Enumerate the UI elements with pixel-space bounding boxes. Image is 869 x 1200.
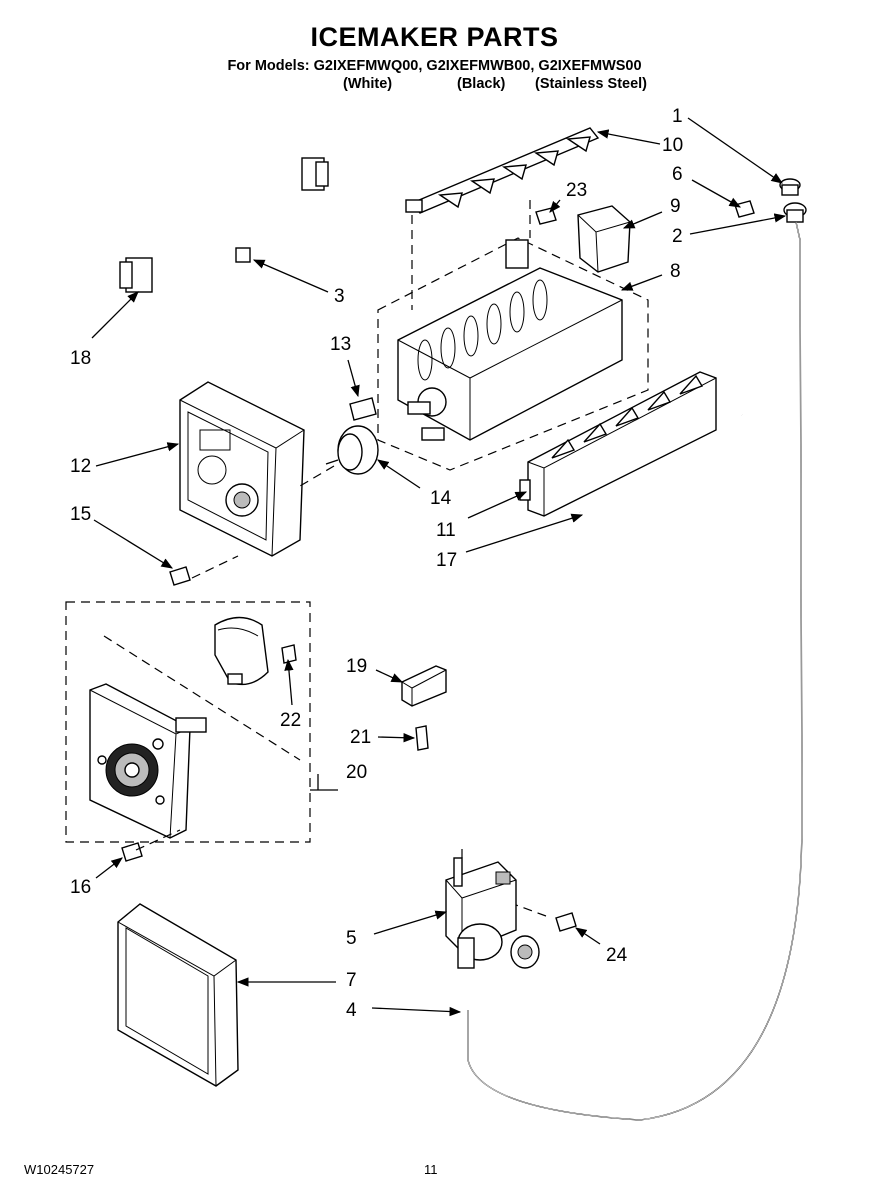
callout-1: 1 xyxy=(672,106,683,127)
callout-8: 8 xyxy=(670,261,681,282)
screw-21 xyxy=(415,725,429,751)
thermostat-clip xyxy=(349,397,377,421)
screw-6 xyxy=(734,200,755,218)
callout-24: 24 xyxy=(606,945,628,966)
callout-5: 5 xyxy=(346,928,357,949)
callout-7: 7 xyxy=(346,970,357,991)
page-title: ICEMAKER PARTS xyxy=(310,22,559,52)
callout-22: 22 xyxy=(280,710,301,731)
alignment-line xyxy=(515,904,547,917)
access-panel xyxy=(117,903,239,1087)
ice-mold xyxy=(397,239,623,441)
control-module xyxy=(89,683,207,839)
mold-assembly-frame xyxy=(377,237,649,471)
ice-stripper xyxy=(519,371,717,517)
page-number: 11 xyxy=(424,1162,438,1177)
water-valve xyxy=(445,857,540,969)
screw-22 xyxy=(281,644,297,664)
screw-15 xyxy=(169,566,191,586)
callout-numbers: 1 10 6 23 9 2 8 3 18 13 12 14 15 11 17 1… xyxy=(70,106,683,1021)
callout-17: 17 xyxy=(436,550,457,571)
screw-23 xyxy=(535,207,557,225)
fill-tube-fitting xyxy=(467,178,807,1121)
variant-black: (Black) xyxy=(457,76,506,92)
alignment-line xyxy=(191,555,239,579)
ice-level-arm xyxy=(579,413,764,592)
variant-stainless: (Stainless Steel) xyxy=(535,76,648,92)
callout-21: 21 xyxy=(350,727,371,748)
screw-24 xyxy=(555,912,577,932)
callout-11: 11 xyxy=(436,520,456,541)
module-motor xyxy=(214,616,269,686)
callout-18: 18 xyxy=(70,348,91,369)
callout-15: 15 xyxy=(70,504,91,525)
model-numbers: For Models: G2IXEFMWQ00, G2IXEFMWB00, G2… xyxy=(227,58,642,74)
callout-19: 19 xyxy=(346,656,367,677)
callout-10: 10 xyxy=(662,135,683,156)
callout-2: 2 xyxy=(672,226,683,247)
thermostat xyxy=(325,425,379,475)
callout-13: 13 xyxy=(330,334,351,355)
callout-14: 14 xyxy=(430,488,452,509)
callout-9: 9 xyxy=(670,196,681,217)
callout-20: 20 xyxy=(346,762,367,783)
callout-12: 12 xyxy=(70,456,91,477)
wire-harness xyxy=(119,157,329,293)
variant-white: (White) xyxy=(343,76,393,92)
mounting-bracket xyxy=(577,205,631,273)
alignment-line xyxy=(103,635,301,761)
callout-6: 6 xyxy=(672,164,683,185)
ice-ejector xyxy=(405,127,600,214)
document-number: W10245727 xyxy=(24,1162,95,1177)
alignment-line xyxy=(299,465,335,487)
control-housing xyxy=(179,381,305,557)
module-assembly-frame xyxy=(65,601,311,843)
screw-16 xyxy=(121,842,143,862)
callout-4: 4 xyxy=(346,1000,357,1021)
alignment-line xyxy=(135,829,181,851)
callout-16: 16 xyxy=(70,877,91,898)
callout-23: 23 xyxy=(566,180,587,201)
leader-lines xyxy=(91,117,787,1017)
callout-3: 3 xyxy=(334,286,345,307)
